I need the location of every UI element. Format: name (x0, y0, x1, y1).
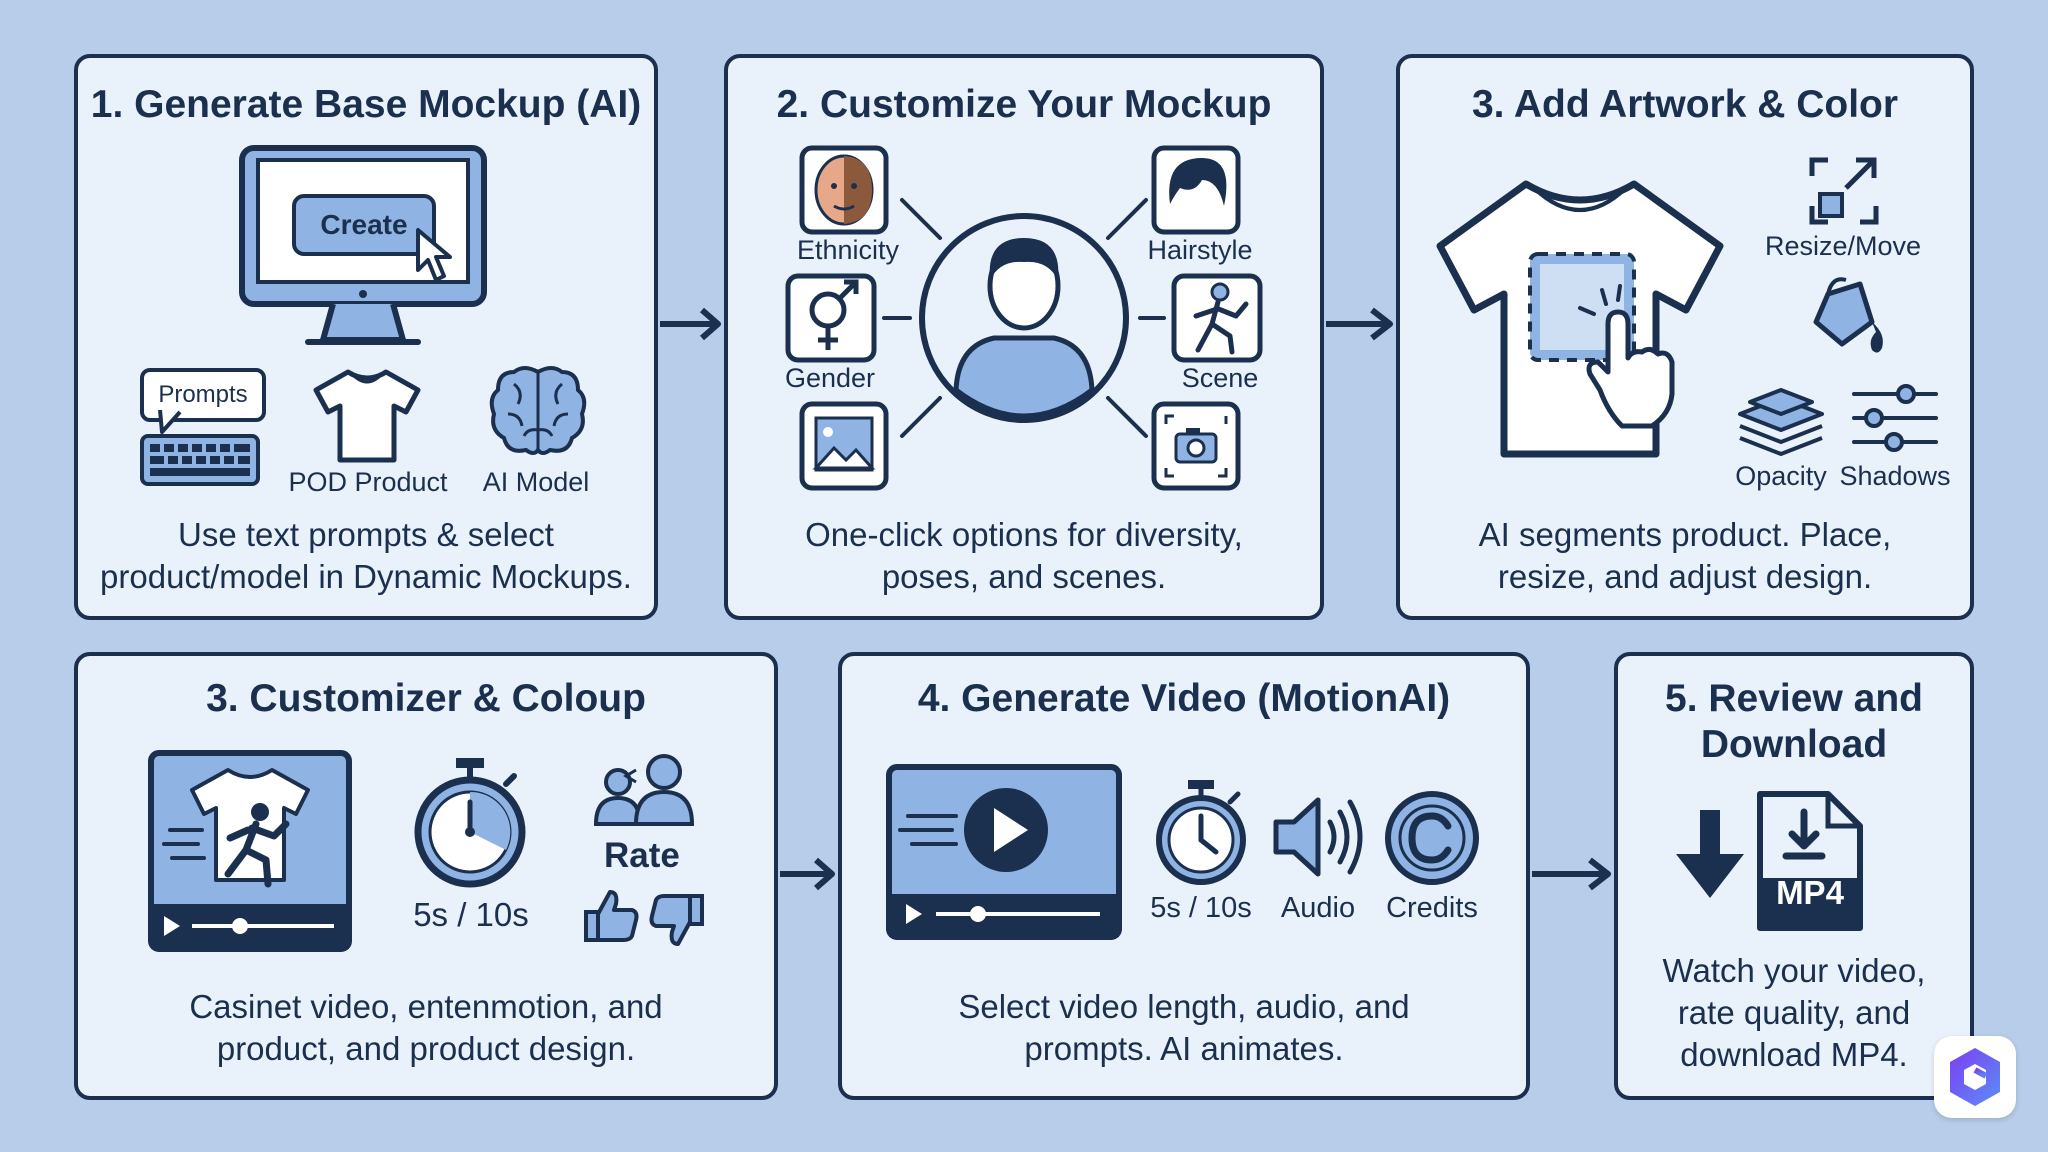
speaker-icon[interactable] (1272, 794, 1368, 880)
speech-tail-icon (158, 410, 182, 434)
pod-product-label: POD Product (288, 467, 448, 497)
stopwatch-icon (1156, 780, 1246, 885)
prompts-bubble: Prompts (140, 368, 266, 422)
play-icon[interactable] (886, 764, 1122, 940)
customize-diagram (785, 145, 1263, 491)
opacity-label: Opacity (1735, 461, 1827, 491)
tshirt-icon (313, 369, 421, 463)
step-6-title: 5. Review and Download (1618, 676, 1970, 768)
rate-label: Rate (604, 836, 680, 875)
caption-line: Watch your video, (1662, 952, 1926, 989)
caption-line: product, and product design. (216, 1030, 636, 1067)
audio-label: Audio (1280, 892, 1356, 924)
step-1-title: 1. Generate Base Mockup (AI) (90, 83, 642, 126)
duration-label: 5s / 10s (413, 896, 529, 933)
arrow-right-icon (1326, 307, 1393, 341)
ethnicity-label: Ethnicity (796, 235, 900, 265)
person-icon (919, 213, 1129, 423)
caption-line: Use text prompts & select (178, 516, 554, 553)
hairstyle-label: Hairstyle (1147, 235, 1253, 265)
step-5-title: 4. Generate Video (MotionAI) (917, 677, 1451, 720)
hair-icon (1151, 145, 1241, 235)
caption-line: product/model in Dynamic Mockups. (100, 558, 632, 595)
sliders-icon (1852, 384, 1938, 452)
step-4-title: 3. Customizer & Coloup (206, 677, 646, 720)
step-3-caption: AI segments product. Place, resize, and … (1400, 514, 1970, 598)
face-icon (799, 145, 889, 235)
caption-line: poses, and scenes. (881, 558, 1167, 595)
arrow-right-icon (660, 307, 721, 341)
camera-icon (1151, 401, 1241, 491)
thumbs-down-icon[interactable] (648, 892, 706, 950)
caption-line: AI segments product. Place, (1478, 516, 1892, 553)
step-3-title: 3. Add Artwork & Color (1471, 83, 1899, 126)
running-icon (1171, 273, 1263, 363)
download-arrow-icon[interactable] (1672, 806, 1748, 902)
create-button[interactable]: Create (292, 194, 436, 256)
step-5-caption: Select video length, audio, and prompts.… (842, 986, 1526, 1070)
brain-icon (489, 366, 587, 455)
caption-line: Select video length, audio, and (958, 988, 1410, 1025)
step-3-panel: 3. Add Artwork & Color AI segments produ… (1396, 54, 1974, 620)
gender-icon (785, 273, 877, 363)
mp4-badge: MP4 (1776, 874, 1844, 911)
hand-pointer-icon (1578, 284, 1675, 429)
paint-bucket-icon (1813, 277, 1883, 353)
gender-label: Gender (784, 363, 876, 393)
title-line: Download (1700, 723, 1888, 766)
ai-model-label: AI Model (482, 467, 590, 497)
layers-icon (1738, 388, 1824, 457)
credits-label: Credits (1386, 892, 1478, 924)
arrow-right-icon (1532, 857, 1611, 891)
thumbs-up-icon[interactable] (582, 886, 640, 944)
image-icon (799, 401, 889, 491)
step-6-caption: Watch your video, rate quality, and down… (1618, 950, 1970, 1076)
step-4-panel: 3. Customizer & Coloup Casinet video, en… (74, 652, 778, 1100)
stopwatch-icon (414, 758, 526, 888)
caption-line: prompts. AI animates. (1024, 1030, 1344, 1067)
copyright-icon (1385, 791, 1479, 885)
step-2-caption: One-click options for diversity, poses, … (728, 514, 1320, 598)
resize-move-label: Resize/Move (1764, 231, 1922, 261)
resize-icon (1809, 157, 1879, 225)
video-player-icon (148, 750, 352, 952)
step-4-caption: Casinet video, entenmotion, and product,… (78, 986, 774, 1070)
app-logo[interactable] (1934, 1036, 2016, 1118)
file-mp4-icon[interactable] (1756, 790, 1864, 932)
video-length-label: 5s / 10s (1150, 892, 1252, 924)
caption-line: rate quality, and (1677, 994, 1911, 1031)
title-line: 5. Review and (1665, 677, 1923, 720)
app-logo-icon (1950, 1048, 2000, 1106)
caption-line: download MP4. (1680, 1036, 1908, 1073)
step-2-title: 2. Customize Your Mockup (776, 83, 1272, 126)
caption-line: One-click options for diversity, (805, 516, 1243, 553)
arrow-right-icon (780, 857, 835, 891)
step-1-caption: Use text prompts & select product/model … (78, 514, 654, 598)
caption-line: Casinet video, entenmotion, and (189, 988, 663, 1025)
caption-line: resize, and adjust design. (1497, 558, 1873, 595)
keyboard-icon (140, 434, 260, 486)
scene-label: Scene (1181, 363, 1259, 393)
people-icon (593, 754, 695, 826)
shadows-label: Shadows (1839, 461, 1951, 491)
cursor-icon (416, 228, 452, 282)
